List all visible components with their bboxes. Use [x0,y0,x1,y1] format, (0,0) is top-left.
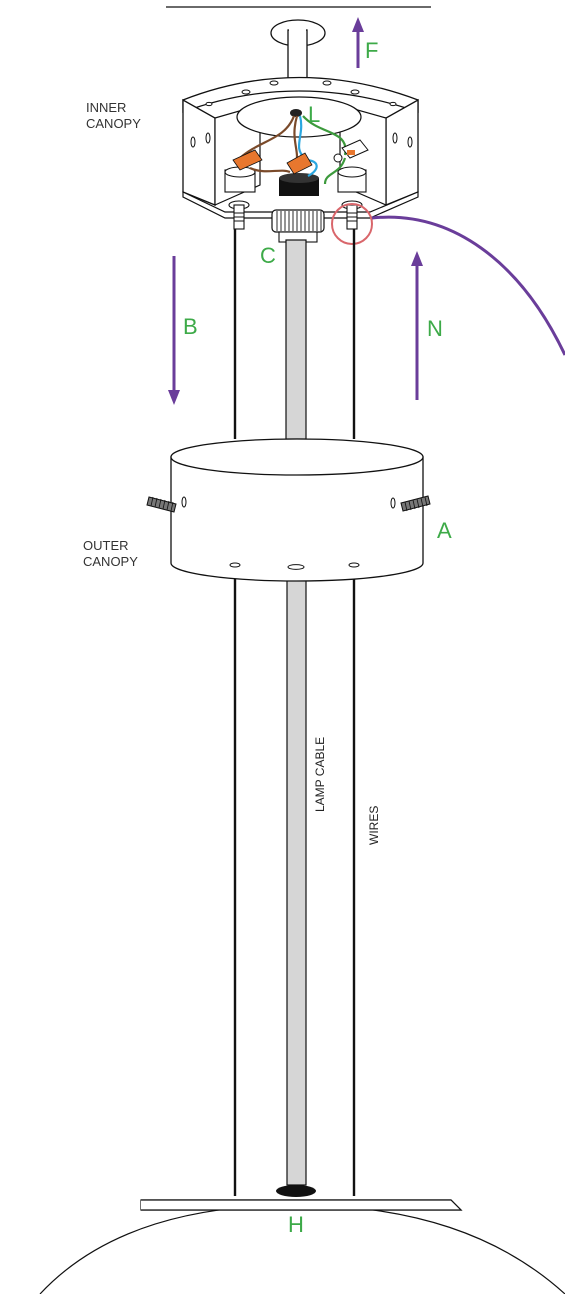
cable-gland [271,209,325,243]
inner-canopy [182,76,419,219]
label-f: F [365,38,378,63]
lamp-cable-lower [286,566,307,1186]
label-h: H [288,1212,304,1237]
label-b: B [183,314,198,339]
arrow-up-f [352,17,364,68]
label-n: N [427,316,443,341]
inner-canopy-label-1: INNER [86,100,126,115]
left-wire-anchor [228,200,250,230]
highlight-circle [331,203,373,245]
outer-canopy-label-1: OUTER [83,538,129,553]
lamp-cable-upper [285,239,307,440]
label-l: L [308,102,320,127]
arrow-up-n [411,251,423,400]
lamp-shade [39,1185,565,1294]
wiring [232,115,369,185]
callout-curve [371,215,565,356]
label-a: A [437,518,452,543]
lamp-cable-label: LAMP CABLE [313,737,327,812]
connector-middle [286,152,313,175]
grub-screw-left [146,496,177,513]
ceiling-hook [270,19,326,83]
outer-canopy [170,438,424,582]
outer-canopy-label-2: CANOPY [83,554,138,569]
inner-canopy-label-2: CANOPY [86,116,141,131]
connector-left [232,149,263,171]
grub-screw-right [400,495,431,512]
label-c: C [260,243,276,268]
wires-label: WIRES [367,806,381,845]
arrow-down-b [168,256,180,405]
